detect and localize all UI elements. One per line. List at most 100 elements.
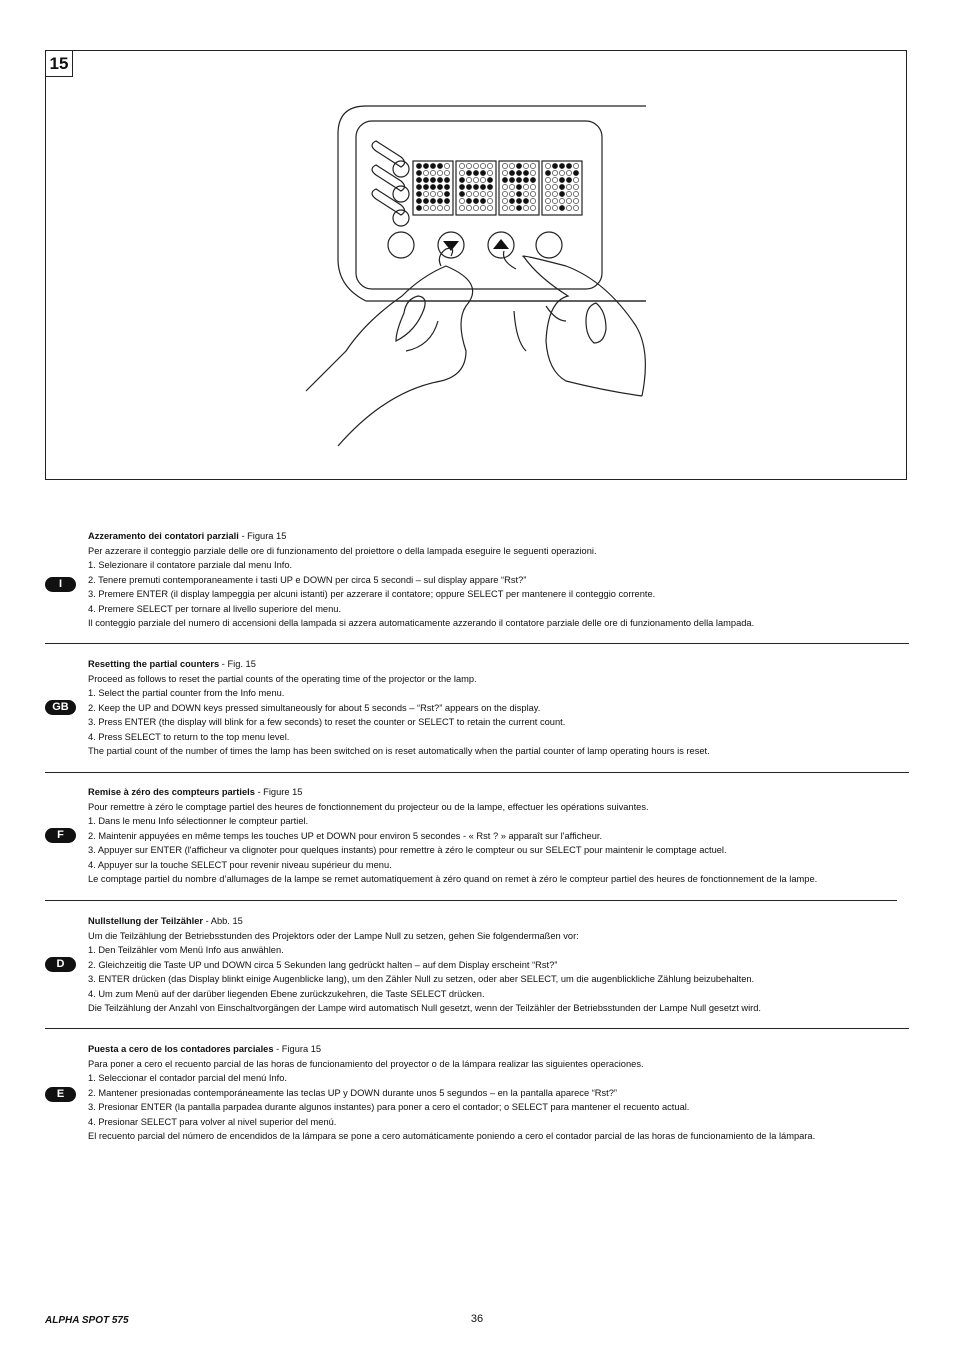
text-line: Il conteggio parziale del numero di acce… <box>88 618 755 628</box>
matrix-dot <box>516 177 522 183</box>
text-line: 2. Keep the UP and DOWN keys pressed sim… <box>88 702 541 713</box>
matrix-dot <box>487 170 493 176</box>
digit-frame <box>412 160 454 216</box>
matrix-dot <box>502 184 508 190</box>
matrix-dot <box>473 163 479 169</box>
section-body: Remise à zéro des compteurs partiels - F… <box>88 785 903 887</box>
matrix-dot <box>430 170 436 176</box>
language-badge-gb: GB <box>45 700 76 715</box>
text-line: 2. Mantener presionadas contemporáneamen… <box>88 1087 618 1098</box>
matrix-dot <box>480 191 486 197</box>
matrix-dot <box>466 184 472 190</box>
matrix-dot <box>530 198 536 204</box>
down-arrow-icon <box>443 241 459 251</box>
matrix-dot <box>459 205 465 211</box>
matrix-dot <box>566 205 572 211</box>
section-divider <box>45 900 897 901</box>
matrix-dot <box>459 163 465 169</box>
matrix-dot <box>423 205 429 211</box>
text-line: The partial count of the number of times… <box>88 746 710 756</box>
matrix-dot <box>480 205 486 211</box>
matrix-dot <box>416 184 422 190</box>
matrix-dot <box>509 163 515 169</box>
language-badge-d: D <box>45 957 76 972</box>
matrix-dot <box>487 205 493 211</box>
matrix-dot <box>416 170 422 176</box>
matrix-dot <box>466 205 472 211</box>
text-line: 3. Press ENTER (the display will blink f… <box>88 717 566 727</box>
matrix-dot <box>545 184 551 190</box>
matrix-dot <box>530 191 536 197</box>
matrix-dot <box>552 205 558 211</box>
text-line: Die Teilzählung der Anzahl von Einschalt… <box>88 1003 762 1013</box>
matrix-dot <box>559 163 565 169</box>
matrix-dot <box>552 177 558 183</box>
matrix-dot <box>545 205 551 211</box>
figure-reference: - Fig. 15 <box>219 659 256 669</box>
text-line: 4. Appuyer sur la touche SELECT pour rev… <box>88 859 392 870</box>
text-line: 1. Den Teilzähler vom Menü Info aus anwä… <box>88 945 284 955</box>
matrix-dot <box>573 198 579 204</box>
language-badge-i: I <box>45 577 76 592</box>
text-line: 3. Presionar ENTER (la pantalla parpadea… <box>88 1102 690 1112</box>
matrix-dot <box>459 191 465 197</box>
matrix-dot <box>444 198 450 204</box>
matrix-dot <box>502 205 508 211</box>
digit-frame <box>498 160 540 216</box>
matrix-dot <box>437 170 443 176</box>
matrix-dot <box>559 198 565 204</box>
matrix-dot <box>473 205 479 211</box>
matrix-dot <box>566 184 572 190</box>
matrix-dot <box>437 205 443 211</box>
text-line: 2. Maintenir appuyées en même temps les … <box>88 830 603 841</box>
matrix-dot <box>480 184 486 190</box>
figure-reference: - Figure 15 <box>254 787 303 797</box>
matrix-dot <box>516 163 522 169</box>
matrix-dot <box>466 191 472 197</box>
section-title: Nullstellung der Teilzähler <box>88 916 204 926</box>
key-up <box>487 231 515 259</box>
matrix-dot <box>509 191 515 197</box>
matrix-dot <box>559 191 565 197</box>
matrix-dot <box>509 198 515 204</box>
matrix-dot <box>530 205 536 211</box>
text-line: Le comptage partiel du nombre d’allumage… <box>88 874 818 884</box>
matrix-dot <box>459 170 465 176</box>
matrix-dot <box>430 198 436 204</box>
matrix-dot <box>566 177 572 183</box>
figure-number: 15 <box>46 51 73 77</box>
text-line: 3. ENTER drücken (das Display blinkt ein… <box>88 974 755 984</box>
figure-reference: - Figura 15 <box>238 531 287 541</box>
matrix-dot <box>523 205 529 211</box>
text-line: El recuento parcial del número de encend… <box>88 1131 816 1141</box>
matrix-dot <box>523 191 529 197</box>
matrix-dot <box>545 163 551 169</box>
matrix-dot <box>523 184 529 190</box>
matrix-dot <box>423 198 429 204</box>
page-number: 36 <box>470 1313 484 1325</box>
section-divider <box>45 772 909 773</box>
matrix-dot <box>566 198 572 204</box>
led-indicators <box>371 140 410 227</box>
section-body: Nullstellung der Teilzähler - Abb. 15 Um… <box>88 914 903 1016</box>
matrix-dot <box>559 170 565 176</box>
text-line: Proceed as follows to reset the partial … <box>88 673 477 684</box>
text-line: 4. Um zum Menü auf der darüber liegenden… <box>88 988 485 999</box>
matrix-dot <box>430 177 436 183</box>
matrix-dot <box>559 205 565 211</box>
key-4 <box>535 231 563 259</box>
matrix-dot <box>466 198 472 204</box>
matrix-dot <box>466 177 472 183</box>
section-divider <box>45 1028 909 1029</box>
matrix-dot <box>545 198 551 204</box>
matrix-dot <box>523 198 529 204</box>
matrix-dot <box>437 184 443 190</box>
matrix-dot <box>459 184 465 190</box>
matrix-dot <box>566 170 572 176</box>
matrix-dot <box>545 177 551 183</box>
text-line: Pour remettre à zéro le comptage partiel… <box>88 801 649 812</box>
language-badge-f: F <box>45 828 76 843</box>
matrix-dot <box>430 205 436 211</box>
section-body: Puesta a cero de los contadores parciale… <box>88 1042 903 1144</box>
matrix-dot <box>473 191 479 197</box>
